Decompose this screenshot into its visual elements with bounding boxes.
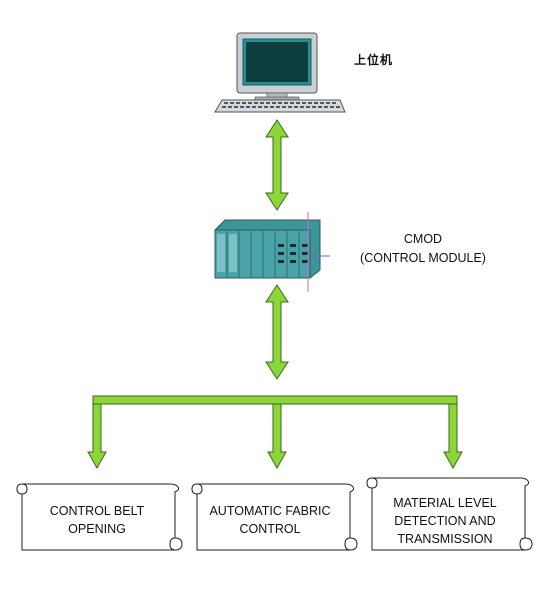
output-2-line1: AUTOMATIC FABRIC [209,504,331,518]
host-computer-label: 上位机 [354,53,394,67]
scroll-box-2 [191,483,358,551]
scroll-box-1 [16,483,183,551]
output-control-belt-opening: CONTROL BELT OPENING [22,502,172,538]
cmod-label: CMOD (CONTROL MODULE) [338,230,508,268]
output-material-level-detection: MATERIAL LEVEL DETECTION AND TRANSMISSIO… [370,494,520,548]
output-automatic-fabric-control: AUTOMATIC FABRIC CONTROL [195,502,345,538]
double-arrow-host-cmod [265,119,289,211]
scroll-box-3 [366,477,533,551]
cmod-label-line1: CMOD [403,232,443,246]
down-arrow-2 [267,403,287,470]
double-arrow-cmod-bus [265,284,289,380]
output-3-line1: MATERIAL LEVEL [393,496,497,510]
cmod-label-line2: (CONTROL MODULE) [360,251,486,265]
computer-icon [214,32,346,113]
down-arrow-3 [443,403,463,470]
distribution-bus [92,395,458,405]
output-1-line2: OPENING [68,522,126,536]
down-arrow-1 [87,403,107,470]
control-module-icon [214,212,330,292]
output-3-line3: TRANSMISSION [397,532,493,546]
output-1-line1: CONTROL BELT [49,504,145,518]
output-2-line2: CONTROL [239,522,301,536]
output-3-line2: DETECTION AND [394,514,496,528]
